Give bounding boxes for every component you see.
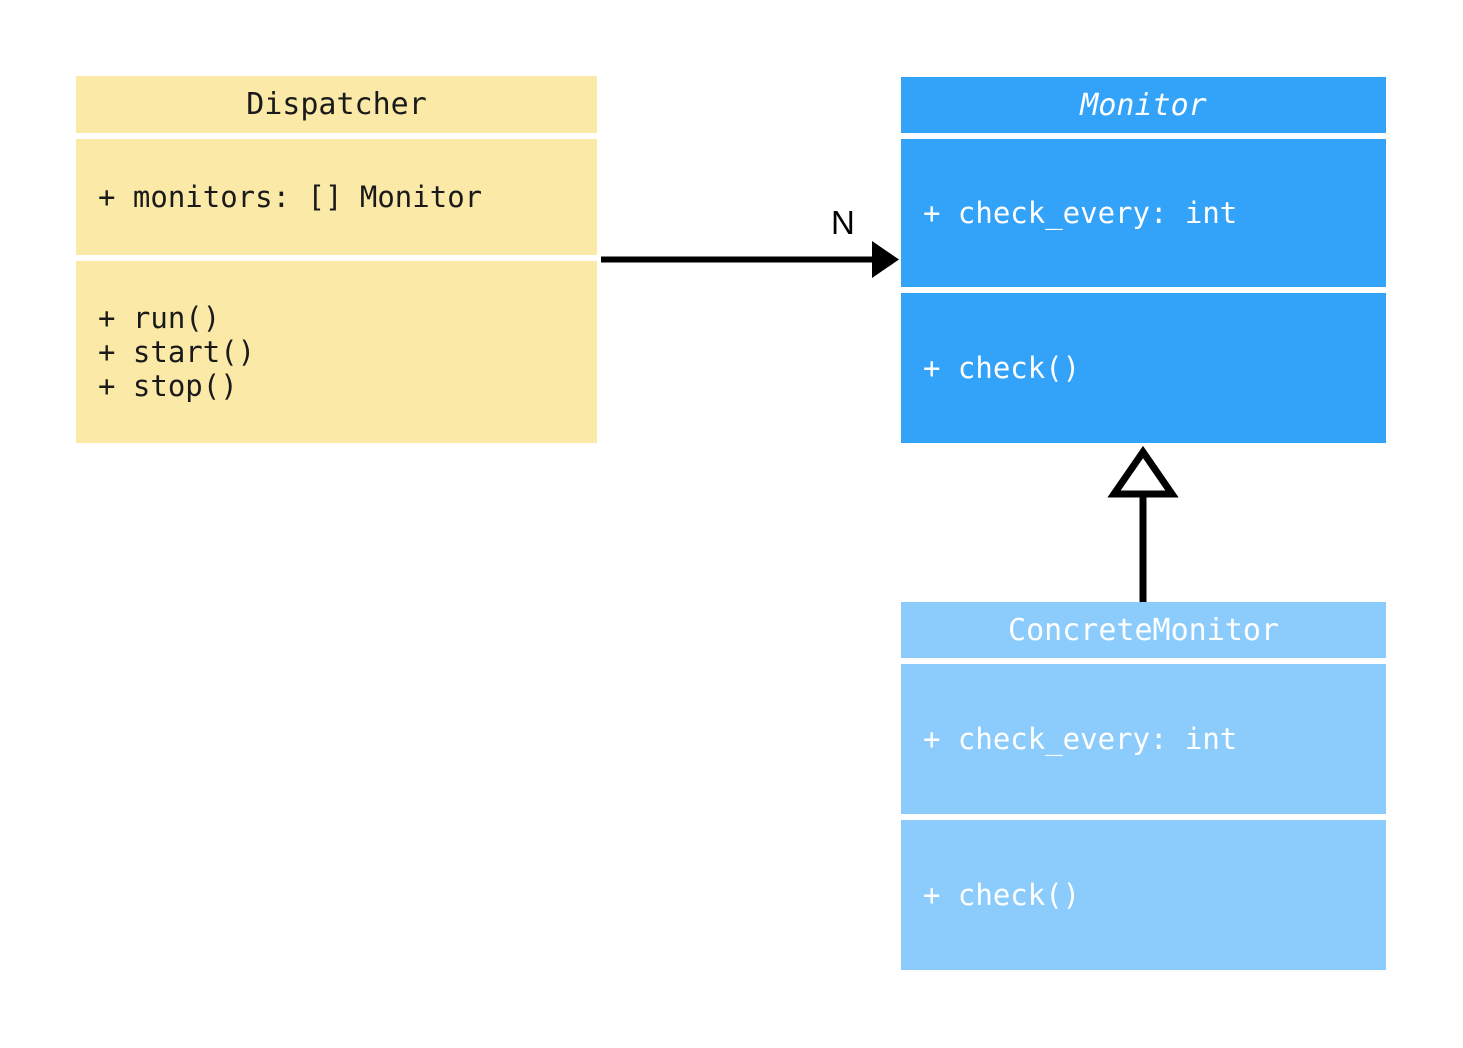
attribute-item: + monitors: [] Monitor [98, 179, 483, 214]
association-multiplicity-label: N [831, 204, 855, 241]
generalization-concrete-to-monitor[interactable] [1107, 445, 1179, 602]
class-box-dispatcher[interactable]: Dispatcher + monitors: [] Monitor + run(… [76, 76, 597, 443]
class-title-dispatcher: Dispatcher [76, 76, 597, 133]
class-box-monitor[interactable]: Monitor + check_every: int + check() [901, 77, 1386, 443]
operation-item: + stop() [98, 369, 238, 404]
class-attributes-concrete-monitor: + check_every: int [901, 664, 1386, 814]
class-attributes-dispatcher: + monitors: [] Monitor [76, 139, 597, 255]
attribute-item: + check_every: int [923, 195, 1238, 230]
class-title-concrete-monitor: ConcreteMonitor [901, 602, 1386, 658]
class-title-monitor: Monitor [901, 77, 1386, 133]
association-dispatcher-to-monitor[interactable] [601, 241, 899, 278]
filled-arrowhead-icon [872, 241, 899, 278]
class-box-concrete-monitor[interactable]: ConcreteMonitor + check_every: int + che… [901, 602, 1386, 970]
attribute-item: + check_every: int [923, 721, 1238, 756]
class-operations-dispatcher: + run() + start() + stop() [76, 261, 597, 443]
class-operations-monitor: + check() [901, 293, 1386, 443]
class-attributes-monitor: + check_every: int [901, 139, 1386, 287]
operation-item: + check() [923, 350, 1081, 385]
operation-item: + run() [98, 300, 221, 335]
class-operations-concrete-monitor: + check() [901, 820, 1386, 970]
operation-item: + check() [923, 877, 1081, 912]
operation-item: + start() [98, 334, 256, 369]
hollow-triangle-arrowhead-icon [1107, 445, 1179, 498]
